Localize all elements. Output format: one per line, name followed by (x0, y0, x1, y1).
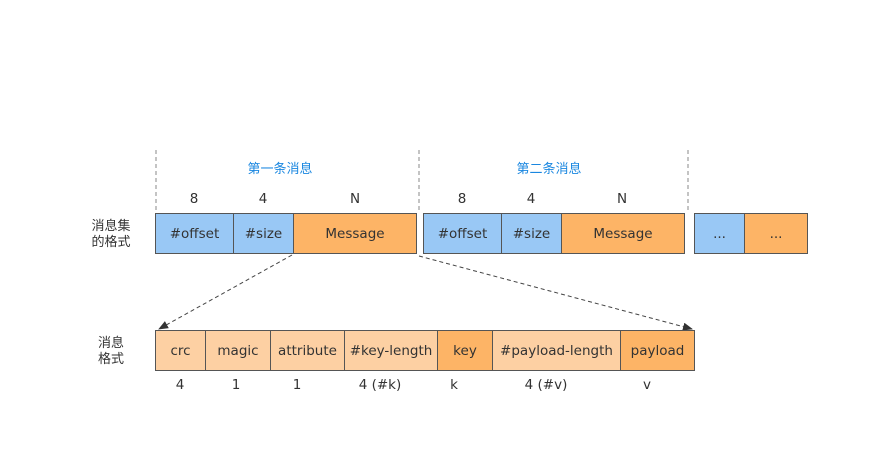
first-message-header: 第一条消息 (247, 162, 313, 177)
size-crc: 4 (175, 377, 185, 393)
expand-arrow-left (158, 254, 293, 330)
expand-arrow-right (418, 255, 693, 331)
first-offset-field: #offset (155, 213, 234, 254)
first-size-field: #size (233, 213, 294, 254)
size-first-offset: 8 (189, 191, 199, 207)
size-key-length: 4 (#k) (358, 377, 402, 393)
message-set-format-label-line2: 的格式 (91, 235, 131, 250)
attribute-field: attribute (270, 330, 345, 371)
size-magic: 1 (231, 377, 241, 393)
more-offset-size-field: ... (694, 213, 745, 254)
size-second-message: N (616, 191, 628, 207)
second-message-header: 第二条消息 (516, 162, 582, 177)
size-payload-length: 4 (#v) (524, 377, 568, 393)
magic-field: magic (205, 330, 271, 371)
second-size-field: #size (501, 213, 562, 254)
size-second-size: 4 (526, 191, 536, 207)
message-set-format-label: 消息集 的格式 (84, 219, 138, 251)
size-payload: v (643, 377, 651, 393)
second-offset-field: #offset (423, 213, 502, 254)
more-message-field: ... (744, 213, 808, 254)
message-format-label: 消息 格式 (84, 336, 138, 368)
size-first-message: N (349, 191, 361, 207)
key-length-field: #key-length (344, 330, 438, 371)
payload-field: payload (620, 330, 695, 371)
size-attribute: 1 (292, 377, 302, 393)
crc-field: crc (155, 330, 206, 371)
second-message-field: Message (561, 213, 685, 254)
size-first-size: 4 (258, 191, 268, 207)
key-field: key (437, 330, 493, 371)
size-key: k (450, 377, 458, 393)
first-message-field: Message (293, 213, 417, 254)
message-set-format-label-line1: 消息集 (91, 219, 131, 234)
message-format-label-line2: 格式 (97, 352, 124, 367)
size-second-offset: 8 (457, 191, 467, 207)
payload-length-field: #payload-length (492, 330, 621, 371)
message-format-label-line1: 消息 (97, 336, 124, 351)
